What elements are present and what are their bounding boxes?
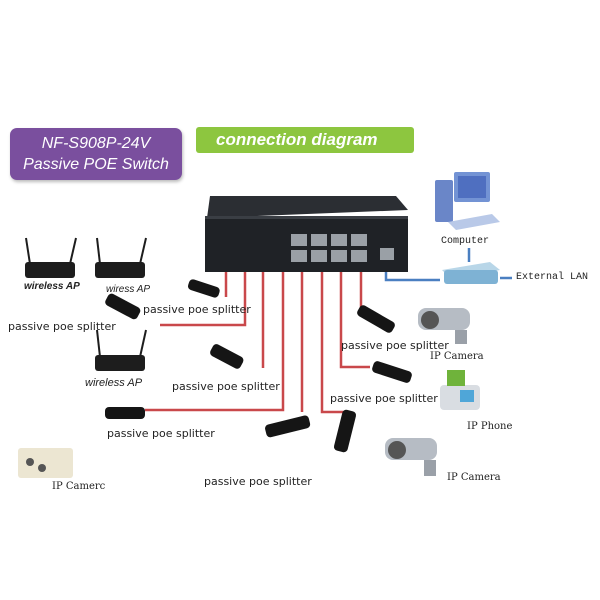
splitter-label-2: passive poe splitter bbox=[8, 320, 116, 333]
wireless-ap-3-label: wireless AP bbox=[85, 377, 143, 389]
splitter-label-7: passive poe splitter bbox=[330, 392, 438, 405]
ip-camera-right-2-icon bbox=[385, 438, 437, 476]
wire-port6 bbox=[320, 272, 345, 414]
ip-phone-icon bbox=[440, 370, 480, 410]
model-description: Passive POE Switch bbox=[23, 156, 169, 173]
poe-wires bbox=[145, 272, 370, 414]
rj45-ports bbox=[291, 234, 394, 262]
splitter-label-5: passive poe splitter bbox=[204, 475, 312, 488]
model-name: NF-S908P-24V bbox=[41, 135, 151, 152]
wireless-ap-2-label: wiress AP bbox=[106, 284, 151, 295]
splitter-label-6: passive poe splitter bbox=[341, 339, 449, 352]
splitter-icons bbox=[105, 279, 412, 453]
lan-wires bbox=[384, 248, 512, 282]
external-lan-label: External LAN bbox=[516, 272, 589, 283]
ip-camera-right-1-label: IP Camera bbox=[430, 351, 484, 362]
wireless-ap-1-label: wireless AP bbox=[24, 281, 80, 292]
splitter-label-4: passive poe splitter bbox=[107, 427, 215, 440]
wireless-ap-2 bbox=[95, 237, 147, 278]
uplink-port bbox=[380, 248, 394, 260]
wireless-ap-icons bbox=[25, 237, 147, 371]
wire-uplink bbox=[384, 272, 440, 282]
splitter-label-1: passive poe splitter bbox=[143, 303, 251, 316]
ip-phone-label: IP Phone bbox=[467, 421, 513, 432]
wire-port4 bbox=[145, 272, 285, 412]
router-icon bbox=[442, 262, 500, 284]
poe-switch bbox=[205, 196, 408, 272]
splitter-label-3: passive poe splitter bbox=[172, 380, 280, 393]
computer-label: Computer bbox=[441, 236, 490, 247]
ip-camera-left-icon bbox=[18, 448, 73, 478]
computer-icon bbox=[435, 172, 500, 230]
model-badge: NF-S908P-24V Passive POE Switch bbox=[10, 128, 182, 180]
wireless-ap-1 bbox=[25, 237, 77, 278]
wireless-ap-3 bbox=[95, 329, 147, 371]
ip-camera-right-1-icon bbox=[418, 308, 470, 344]
ip-camera-right-2-label: IP Camera bbox=[447, 472, 501, 483]
wire-port2 bbox=[160, 272, 247, 327]
connection-diagram-badge: connection diagram bbox=[196, 127, 414, 153]
wire-port7 bbox=[339, 272, 370, 369]
ip-camera-left-label: IP Camerc bbox=[52, 481, 106, 492]
